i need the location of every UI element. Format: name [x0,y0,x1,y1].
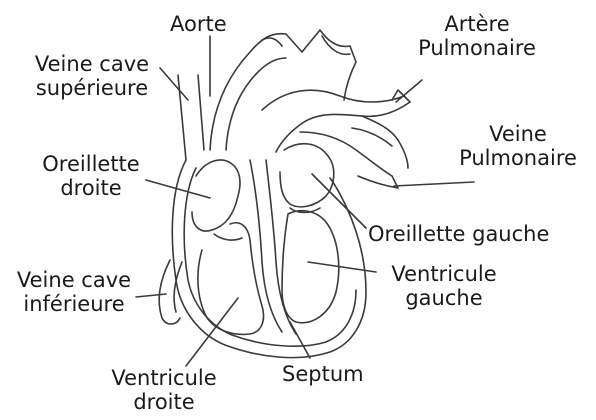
label-oreillette-droite-line1: Oreillette [30,152,152,176]
label-veine-pulm-line1: Veine [452,122,584,146]
label-veine-pulmonaire: Veine Pulmonaire [452,122,584,170]
label-ventricule-droit-line2: droite [96,390,232,414]
septum [250,160,296,334]
label-ventricule-gauche-line2: gauche [374,286,514,310]
label-vci-line1: Veine cave [4,268,144,292]
label-vcs-line1: Veine cave [12,52,172,76]
label-septum: Septum [282,362,364,386]
label-oreillette-droite-line2: droite [30,176,152,200]
label-artere-line2: Pulmonaire [394,36,560,60]
label-ventricule-gauche-line1: Ventricule [374,262,514,286]
label-vci-line2: inférieure [4,292,144,316]
left-atrium [280,144,334,207]
label-oreillette-droite: Oreillette droite [30,152,152,200]
label-aorte: Aorte [170,12,227,36]
superior-vena-cava [178,75,204,160]
label-artere-pulmonaire: Artère Pulmonaire [394,12,560,60]
label-oreillette-gauche: Oreillette gauche [368,222,549,246]
leader-ventricule-gauche [308,262,376,272]
left-ventricle [282,211,339,323]
pulmonary-vein [300,128,398,188]
aorta-arch [210,30,356,150]
leader-veine-pulm [394,182,474,186]
label-ventricule-droit-line1: Ventricule [96,366,232,390]
label-ventricule-droit: Ventricule droite [96,366,232,414]
label-artere-line1: Artère [394,12,560,36]
tricuspid-valve [214,234,242,240]
label-veine-cave-inferieure: Veine cave inférieure [4,268,144,316]
leader-ventricule-droit [186,298,238,366]
label-veine-cave-superieure: Veine cave supérieure [12,52,172,100]
label-veine-pulm-line2: Pulmonaire [452,146,584,170]
label-vcs-line2: supérieure [12,76,172,100]
leader-septum [290,322,310,358]
label-ventricule-gauche: Ventricule gauche [374,262,514,310]
